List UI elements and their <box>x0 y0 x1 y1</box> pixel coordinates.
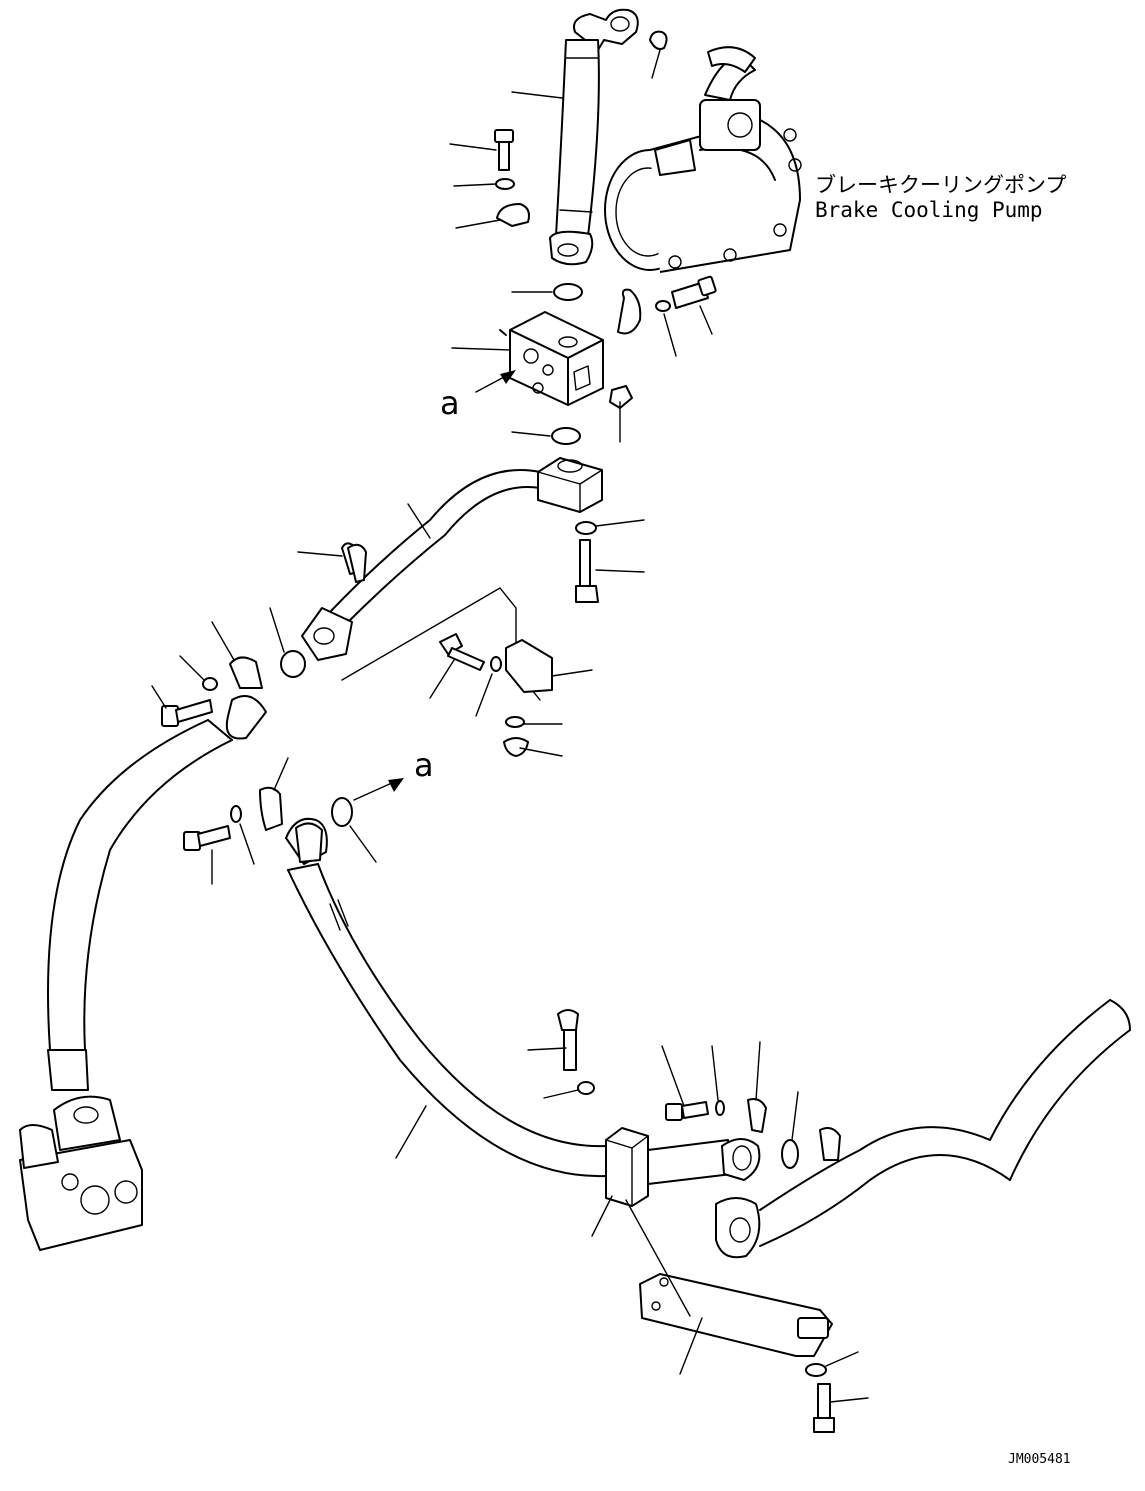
valve-block <box>499 311 604 406</box>
pump-label: ブレーキクーリングポンプ Brake Cooling Pump <box>815 173 1066 222</box>
upper-fasteners <box>494 129 717 445</box>
brake-cooling-pump <box>604 46 802 273</box>
upper-hose <box>549 8 668 266</box>
bracket-group <box>341 587 553 757</box>
leader-lines <box>151 49 869 1403</box>
view-arrow-lower: a <box>353 746 434 801</box>
steel-pipe <box>301 457 603 661</box>
middle-clamp-assembly <box>183 786 353 851</box>
view-arrow-lower-label: a <box>414 746 434 784</box>
view-arrow-upper-label: a <box>440 384 460 422</box>
pump-label-japanese: ブレーキクーリングポンプ <box>815 173 1066 197</box>
left-clamp-assembly <box>161 650 306 727</box>
lower-right-assembly <box>557 1009 835 1433</box>
lower-left-valve-body <box>19 1095 143 1251</box>
long-hose-left <box>47 695 267 1091</box>
long-pipe-right <box>715 999 1131 1259</box>
lower-hose <box>285 817 607 1178</box>
drawing-code: JM005481 <box>1008 1452 1071 1467</box>
pump-label-english: Brake Cooling Pump <box>815 198 1043 222</box>
view-arrow-upper: a <box>440 370 516 422</box>
